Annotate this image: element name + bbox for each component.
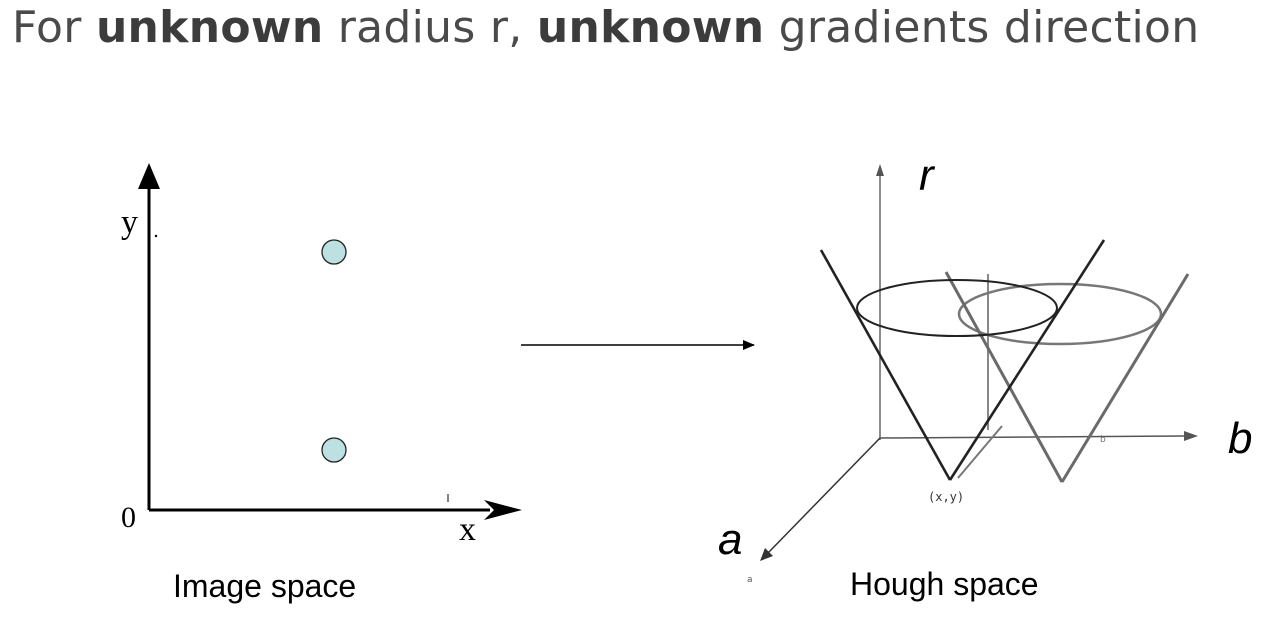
y-axis-arrowhead — [138, 163, 160, 189]
cone-right-projection — [957, 425, 1003, 479]
image-space-axes — [138, 163, 522, 520]
cone-left-rim — [856, 279, 1058, 337]
b-axis-arrowhead — [1184, 431, 1198, 441]
cone-left-left-edge — [819, 249, 952, 481]
origin-label: 0 — [121, 501, 136, 534]
a-axis-label: a — [718, 515, 742, 564]
title-bold-1: unknown — [95, 2, 324, 53]
hough-space-axes — [760, 164, 1198, 561]
edge-point-bottom — [321, 437, 347, 463]
title-text-2: radius r, — [323, 2, 537, 53]
b-axis — [879, 435, 1186, 439]
b-axis-label: b — [1228, 414, 1252, 463]
cone-right-left-edge — [944, 271, 1064, 483]
hough-cone-left — [819, 239, 1106, 481]
title-text-1: For — [12, 2, 96, 53]
x-axis-label: x — [459, 511, 476, 548]
edge-point-top — [321, 239, 347, 265]
x-axis-arrowhead — [484, 500, 522, 520]
title-text-3: gradients direction — [764, 2, 1200, 53]
r-axis-arrowhead — [876, 164, 884, 176]
slide-title: For unknown radius r, unknown gradients … — [12, 2, 1199, 53]
a-axis-arrowhead — [760, 548, 773, 561]
cone-right-rim — [957, 282, 1163, 346]
hough-space-caption: Hough space — [850, 566, 1039, 602]
a-axis — [767, 437, 881, 554]
y-axis-label: y — [121, 204, 138, 241]
r-axis-label: r — [919, 151, 936, 200]
hough-cone-right — [944, 271, 1190, 483]
cone-right-right-edge — [1060, 273, 1190, 483]
y-label-dot — [154, 234, 158, 238]
image-space-caption: Image space — [173, 568, 357, 604]
a-axis-small-label: a — [747, 575, 753, 585]
cone-left-right-edge — [948, 239, 1106, 481]
cone-apex-label: (x,y) — [928, 490, 964, 504]
title-bold-2: unknown — [536, 2, 765, 53]
b-axis-small-label: b — [1100, 435, 1106, 445]
